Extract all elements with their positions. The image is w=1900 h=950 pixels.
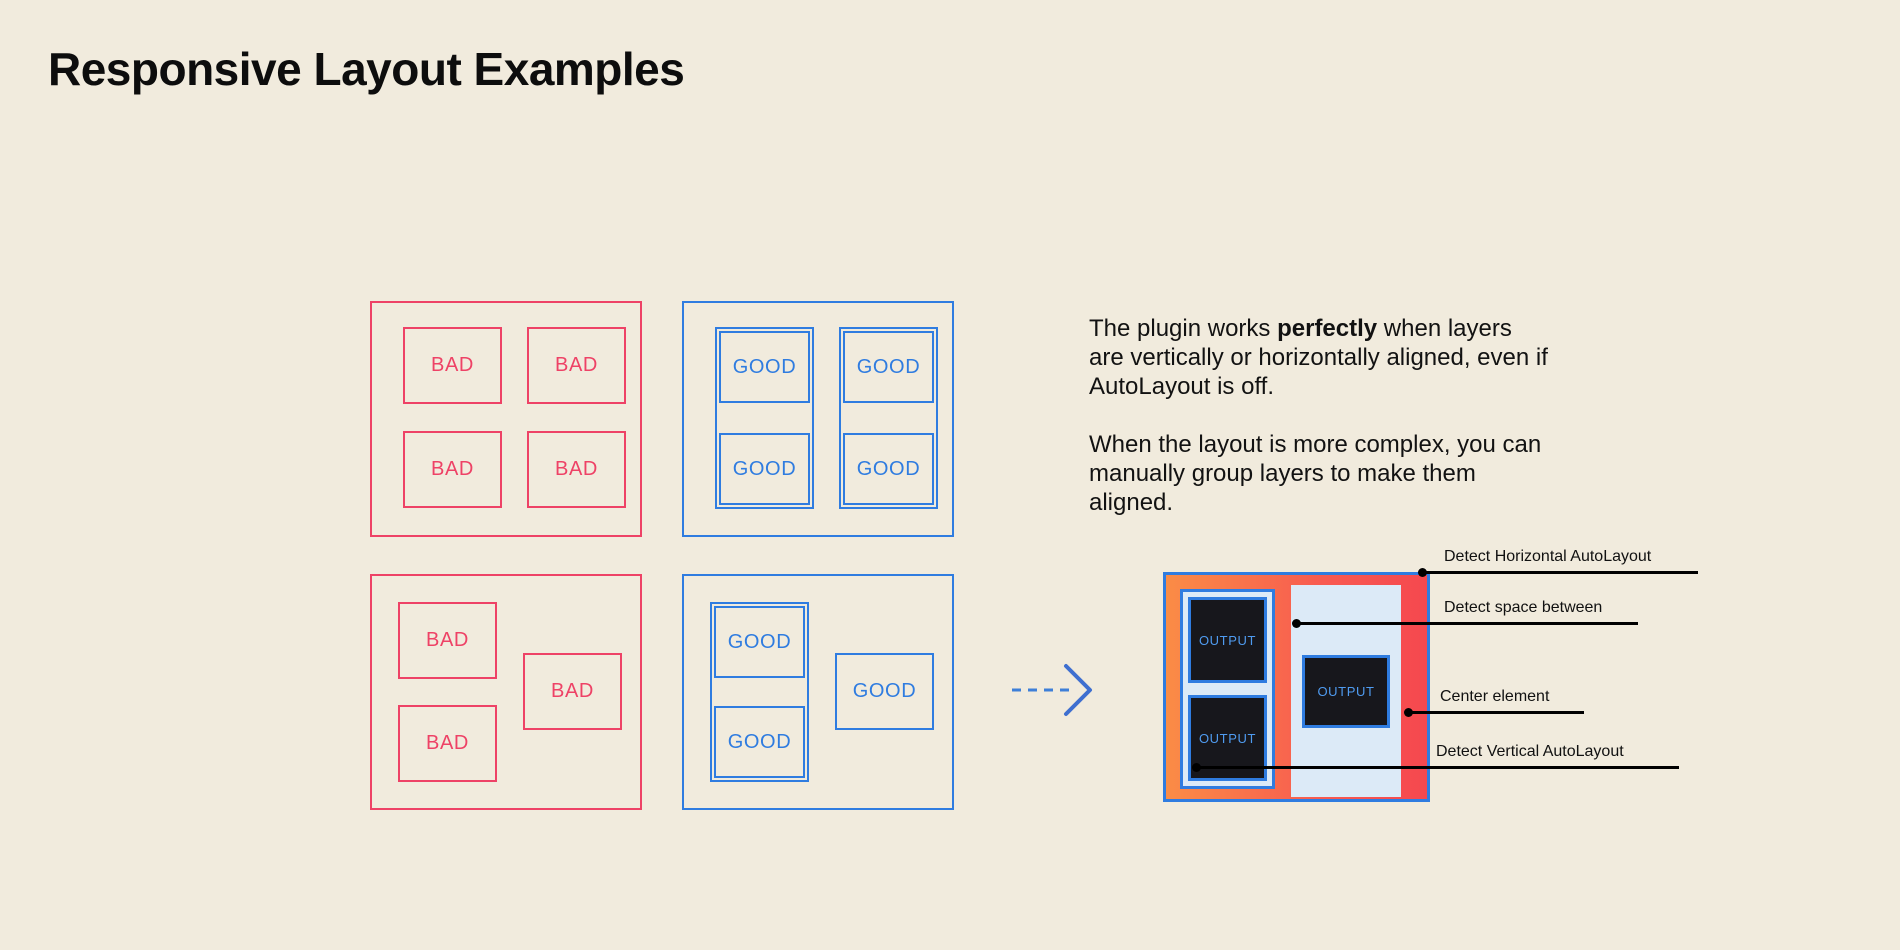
description-paragraph-1: The plugin works perfectly when layers a… bbox=[1089, 314, 1549, 401]
page-title: Responsive Layout Examples bbox=[48, 43, 685, 95]
cell-label: GOOD bbox=[856, 457, 921, 480]
cell-label: GOOD bbox=[727, 730, 792, 753]
cell-label: BAD bbox=[431, 354, 474, 376]
output-label: OUTPUT bbox=[1198, 730, 1257, 746]
output-label: OUTPUT bbox=[1317, 683, 1375, 699]
manual-group-frame bbox=[710, 602, 809, 782]
callout-label: Detect Horizontal AutoLayout bbox=[1444, 548, 1652, 565]
output-box: OUTPUT bbox=[1188, 597, 1267, 683]
cell-bad: BAD bbox=[527, 327, 626, 404]
cell-good: GOOD bbox=[719, 331, 810, 403]
example-group-good-grid: GOOD GOOD GOOD GOOD bbox=[682, 301, 954, 537]
description-paragraph-2: When the layout is more complex, you can… bbox=[1089, 431, 1542, 516]
cell-good: GOOD bbox=[714, 706, 805, 778]
cell-label: GOOD bbox=[732, 457, 797, 480]
description-p1-part2: when layers are vertically or horizontal… bbox=[1089, 315, 1548, 400]
cell-good: GOOD bbox=[714, 606, 805, 678]
diagram-vertical-group: OUTPUT OUTPUT bbox=[1180, 589, 1275, 789]
cell-label: GOOD bbox=[732, 355, 797, 378]
callout-leader-line bbox=[1196, 766, 1679, 769]
cell-label: BAD bbox=[426, 732, 469, 754]
manual-group-frame bbox=[715, 327, 814, 509]
cell-label: BAD bbox=[431, 458, 474, 480]
cell-good: GOOD bbox=[719, 433, 810, 505]
callout-leader-line bbox=[1408, 711, 1584, 714]
cell-bad: BAD bbox=[523, 653, 622, 730]
cell-label: BAD bbox=[426, 629, 469, 651]
cell-label: BAD bbox=[551, 680, 594, 702]
description-p1-part1: The plugin works bbox=[1089, 315, 1278, 342]
callout-leader-line bbox=[1422, 571, 1698, 574]
cell-bad: BAD bbox=[527, 431, 626, 508]
cell-label: GOOD bbox=[727, 630, 792, 653]
cell-bad: BAD bbox=[398, 705, 497, 782]
cell-good: GOOD bbox=[835, 653, 934, 730]
cell-bad: BAD bbox=[403, 327, 502, 404]
cell-label: BAD bbox=[555, 354, 598, 376]
diagram-centered-panel: OUTPUT bbox=[1291, 585, 1401, 797]
arrow-icon bbox=[1012, 664, 1092, 716]
cell-good: GOOD bbox=[843, 331, 934, 403]
description-text: The plugin works perfectly when layers a… bbox=[1089, 314, 1549, 517]
cell-bad: BAD bbox=[403, 431, 502, 508]
callout-leader-line bbox=[1296, 622, 1638, 625]
example-group-good-complex: GOOD GOOD GOOD bbox=[682, 574, 954, 810]
manual-group-frame bbox=[839, 327, 938, 509]
output-label: OUTPUT bbox=[1198, 632, 1257, 648]
cell-label: GOOD bbox=[852, 680, 917, 702]
cell-good: GOOD bbox=[843, 433, 934, 505]
flow-arrow bbox=[1012, 662, 1094, 723]
cell-label: BAD bbox=[555, 458, 598, 480]
description-p1-emphasis: perfectly bbox=[1277, 315, 1378, 342]
example-group-bad-grid: BAD BAD BAD BAD bbox=[370, 301, 642, 537]
callout-label: Detect space between bbox=[1444, 599, 1603, 616]
example-group-bad-complex: BAD BAD BAD bbox=[370, 574, 642, 810]
cell-bad: BAD bbox=[398, 602, 497, 679]
cell-label: GOOD bbox=[856, 355, 921, 378]
callout-label: Detect Vertical AutoLayout bbox=[1436, 743, 1624, 760]
output-box: OUTPUT bbox=[1302, 654, 1390, 728]
callout-label: Center element bbox=[1440, 688, 1550, 705]
